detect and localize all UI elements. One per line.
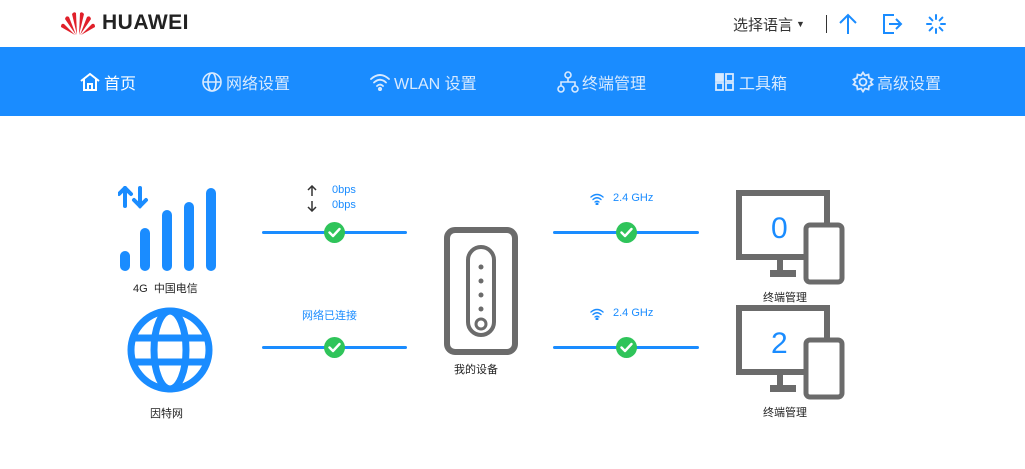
- nav-item-advanced-settings[interactable]: 高级设置: [852, 71, 941, 93]
- internet-globe-icon[interactable]: [125, 305, 215, 400]
- topology-icon: [557, 71, 579, 93]
- internet-connection-status: 网络已连接: [302, 310, 357, 322]
- logout-icon[interactable]: [881, 13, 903, 35]
- gear-icon: [852, 71, 874, 93]
- terminal-group-1[interactable]: 0: [736, 190, 846, 286]
- terminal-count-2: 2: [771, 327, 788, 360]
- header-divider: [825, 15, 827, 33]
- signal-label: 4G 中国电信: [133, 280, 198, 296]
- nav-label-network-settings: 网络设置: [226, 76, 291, 93]
- upload-icon[interactable]: [837, 13, 859, 35]
- download-rate: 0bps: [332, 199, 356, 211]
- wifi-band-2-icon: [590, 307, 604, 325]
- monitor-phone-icon: [736, 190, 845, 285]
- main-nav: 首页 网络设置 WLAN 设置 终端管理 工具箱 高级设置: [0, 47, 1025, 116]
- globe-icon: [202, 72, 222, 92]
- network-type: 4G: [133, 283, 148, 295]
- wifi-band-1-check-icon: [616, 222, 637, 243]
- download-rate-arrow-icon: [306, 199, 318, 217]
- nav-label-advanced-settings: 高级设置: [877, 76, 942, 93]
- nav-item-network-settings[interactable]: 网络设置: [201, 71, 290, 93]
- uplink-connected-check-icon: [324, 222, 345, 243]
- internet-label: 因特网: [150, 408, 183, 420]
- router-device-icon[interactable]: [444, 227, 518, 360]
- nav-item-wlan-settings[interactable]: WLAN 设置: [369, 71, 477, 93]
- signal-strength-icon: [117, 185, 228, 277]
- internet-connected-check-icon: [324, 337, 345, 358]
- nav-label-home: 首页: [104, 76, 137, 93]
- brand-name: HUAWEI: [102, 11, 189, 34]
- monitor-phone-icon: [736, 305, 845, 400]
- terminal-label-1[interactable]: 终端管理: [763, 292, 807, 304]
- huawei-flower-icon: [61, 12, 95, 35]
- terminal-count-1: 0: [771, 212, 788, 245]
- language-selector[interactable]: 选择语言 ▼: [733, 14, 805, 35]
- wifi-band-1-icon: [590, 192, 604, 210]
- terminal-label-2[interactable]: 终端管理: [763, 407, 807, 419]
- wifi-icon: [370, 74, 390, 91]
- wifi-band-1-label: 2.4 GHz: [613, 192, 654, 204]
- upload-rate-arrow-icon: [306, 184, 318, 202]
- huawei-logo[interactable]: HUAWEI: [60, 8, 189, 38]
- upload-rate: 0bps: [332, 184, 356, 196]
- nav-item-home[interactable]: 首页: [79, 71, 136, 93]
- carrier-name: 中国电信: [153, 283, 198, 295]
- terminal-group-2[interactable]: 2: [736, 305, 846, 401]
- header-actions: 选择语言 ▼: [733, 12, 969, 36]
- grid-icon: [715, 73, 734, 91]
- nav-label-terminal-management: 终端管理: [582, 76, 647, 93]
- wifi-band-2-label: 2.4 GHz: [613, 307, 654, 319]
- wifi-band-2-check-icon: [616, 337, 637, 358]
- caret-down-icon: ▼: [796, 19, 805, 29]
- home-icon: [80, 72, 100, 91]
- nav-label-toolbox: 工具箱: [739, 76, 788, 93]
- nav-item-terminal-management[interactable]: 终端管理: [557, 71, 646, 93]
- nav-label-wlan-settings: WLAN 设置: [394, 76, 477, 93]
- language-label: 选择语言: [733, 16, 794, 34]
- nav-item-toolbox[interactable]: 工具箱: [714, 71, 787, 93]
- header: HUAWEI 选择语言 ▼: [0, 0, 1025, 47]
- device-label: 我的设备: [454, 364, 498, 376]
- loading-icon[interactable]: [925, 13, 947, 35]
